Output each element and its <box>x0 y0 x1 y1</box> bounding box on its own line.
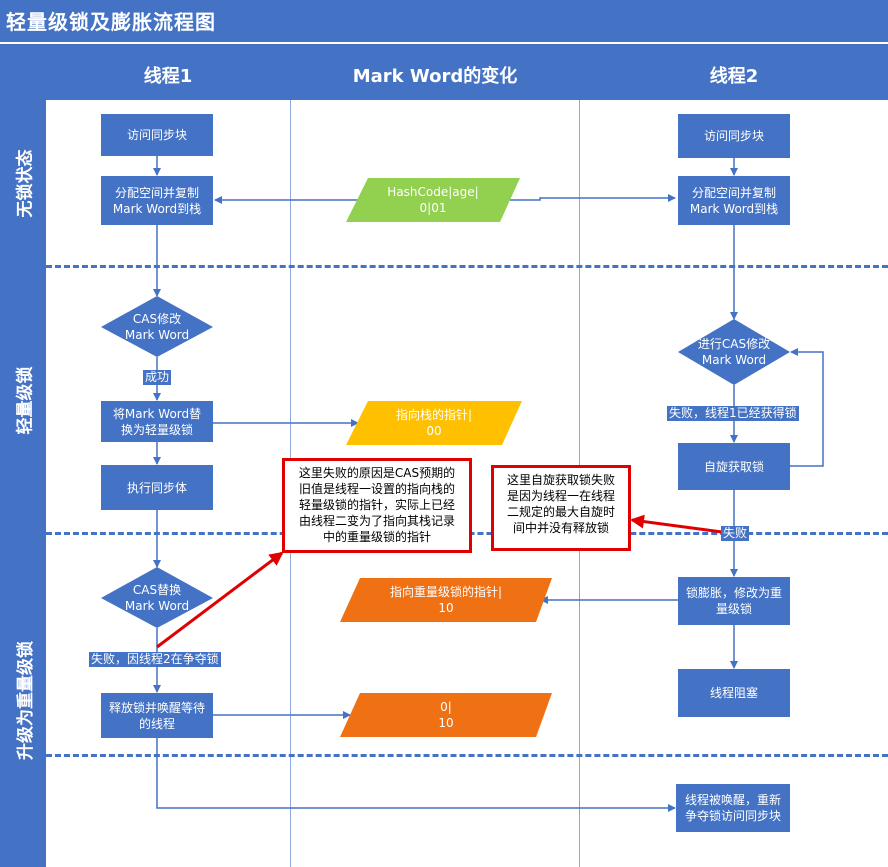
lane-divider <box>46 265 888 268</box>
column-thread2: 线程2 <box>709 66 759 87</box>
markword-heavy-shape <box>340 578 552 622</box>
decision-cas-replace-t1 <box>101 567 213 628</box>
markword-heavy-text: 指向重量级锁的指针|10 <box>389 585 503 615</box>
title-bar <box>0 0 888 42</box>
markword-stack-shape <box>346 401 522 445</box>
flow-arrow <box>156 738 676 812</box>
t1-replace-lightweight: 将Mark Word替换为轻量级锁 <box>101 401 213 442</box>
lane-divider <box>46 754 888 757</box>
note-spin-failure-reason: 这里自旋获取锁失败是因为线程一在线程二规定的最大自旋时间中并没有释放锁 <box>491 465 631 551</box>
markword-hash-text: HashCode|age|0|01 <box>387 185 479 215</box>
t2-spin-acquire: 自旋获取锁 <box>678 443 790 490</box>
column-thread1: 线程1 <box>143 66 193 87</box>
t2-inflate-heavyweight: 锁膨胀，修改为重量级锁 <box>678 577 790 625</box>
t2-thread-blocked: 线程阻塞 <box>678 669 790 717</box>
note-arrow <box>630 514 723 534</box>
t2-fail-small-label: 失败 <box>721 526 750 541</box>
markword-zero-shape <box>340 693 552 737</box>
t2-fail-label: 失败，线程1已经获得锁 <box>667 406 799 421</box>
flow-arrow <box>510 194 676 202</box>
markword-stack-text: 指向栈的指针|00 <box>395 408 473 438</box>
t1-release-wake: 释放锁并唤醒等待的线程 <box>101 693 213 738</box>
flow-arrow <box>790 348 824 467</box>
lane-sidebar <box>0 44 46 867</box>
column-header-row <box>46 44 888 100</box>
t1-success-label: 成功 <box>143 370 172 385</box>
note-arrow <box>156 551 284 649</box>
markword-zero-text: 0|10 <box>438 700 454 730</box>
t1-fail-label: 失败，因线程2在争夺锁 <box>89 652 221 667</box>
t1-access-sync-block: 访问同步块 <box>101 114 213 156</box>
t2-access-sync-block: 访问同步块 <box>678 114 790 158</box>
diagram-title: 轻量级锁及膨胀流程图 <box>6 10 216 34</box>
decision-cas-modify-t2 <box>678 319 790 385</box>
t2-thread-woken: 线程被唤醒，重新争夺锁访问同步块 <box>676 784 790 832</box>
note-cas-failure-reason: 这里失败的原因是CAS预期的旧值是线程一设置的指向栈的轻量级锁的指针，实际上已经… <box>282 458 472 553</box>
decision-cas-modify-t1 <box>101 296 213 357</box>
markword-hash-shape <box>346 178 520 222</box>
t1-exec-sync-body: 执行同步体 <box>101 465 213 510</box>
column-markword: Mark Word的变化 <box>352 66 518 87</box>
